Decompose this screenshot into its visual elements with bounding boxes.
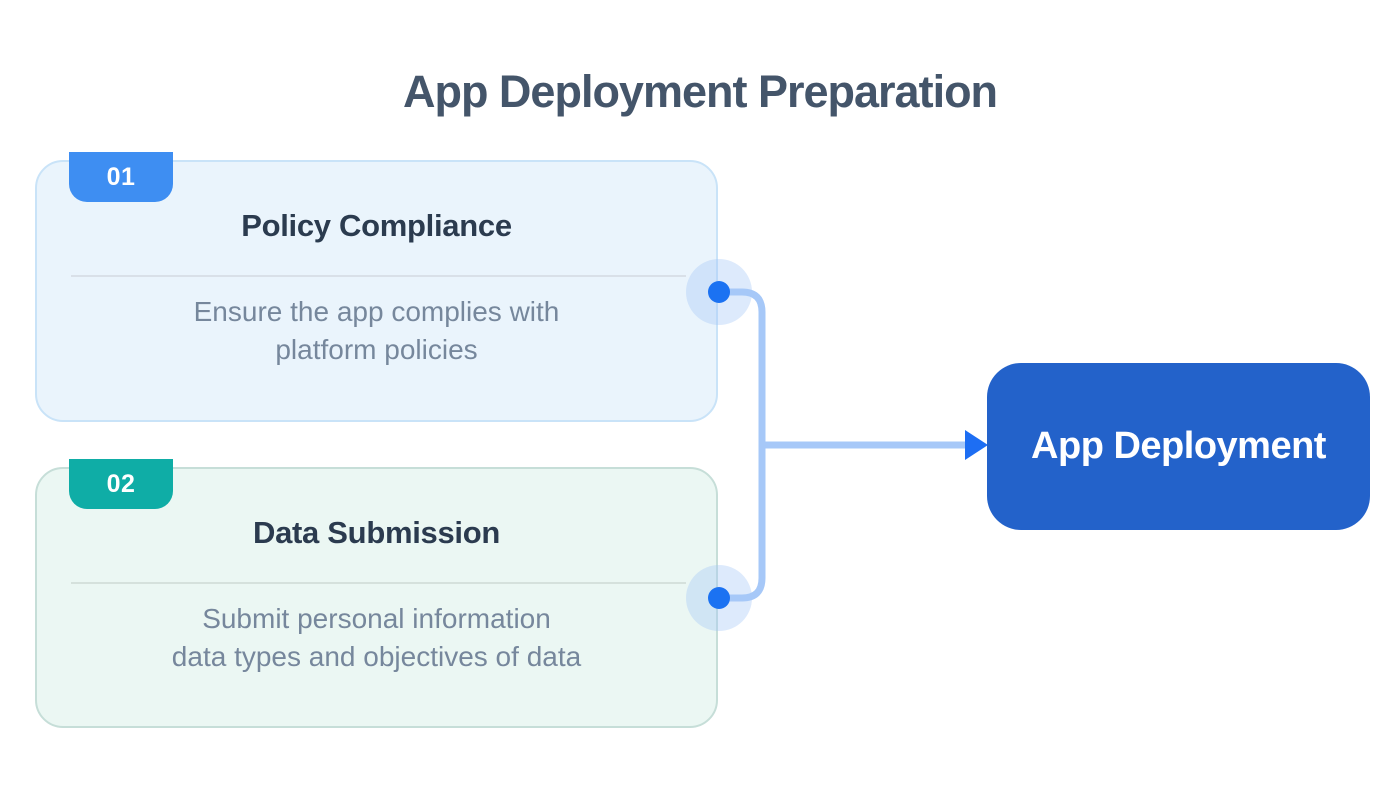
- step-number-badge: 02: [69, 459, 173, 509]
- step-description-line: platform policies: [275, 334, 478, 365]
- step-description: Submit personal information data types a…: [37, 600, 716, 676]
- step-description-line: Submit personal information: [202, 603, 551, 634]
- step-number-badge: 01: [69, 152, 173, 202]
- result-node-label: App Deployment: [1031, 425, 1326, 467]
- connector-bracket-line: [719, 288, 766, 602]
- step-card-policy-compliance: 01 Policy Compliance Ensure the app comp…: [35, 152, 718, 422]
- result-node: App Deployment: [987, 363, 1370, 530]
- step-description-line: Ensure the app complies with: [193, 296, 560, 327]
- step-divider: [71, 275, 686, 277]
- step-divider: [71, 582, 686, 584]
- arrowhead-icon: [965, 430, 988, 460]
- step-title: Policy Compliance: [241, 208, 512, 243]
- step-title: Data Submission: [253, 515, 500, 550]
- step-card-data-submission: 02 Data Submission Submit personal infor…: [35, 459, 718, 728]
- page-title: App Deployment Preparation: [402, 66, 998, 117]
- step-description: Ensure the app complies with platform po…: [37, 293, 716, 369]
- step-description-line: data types and objectives of data: [171, 641, 582, 672]
